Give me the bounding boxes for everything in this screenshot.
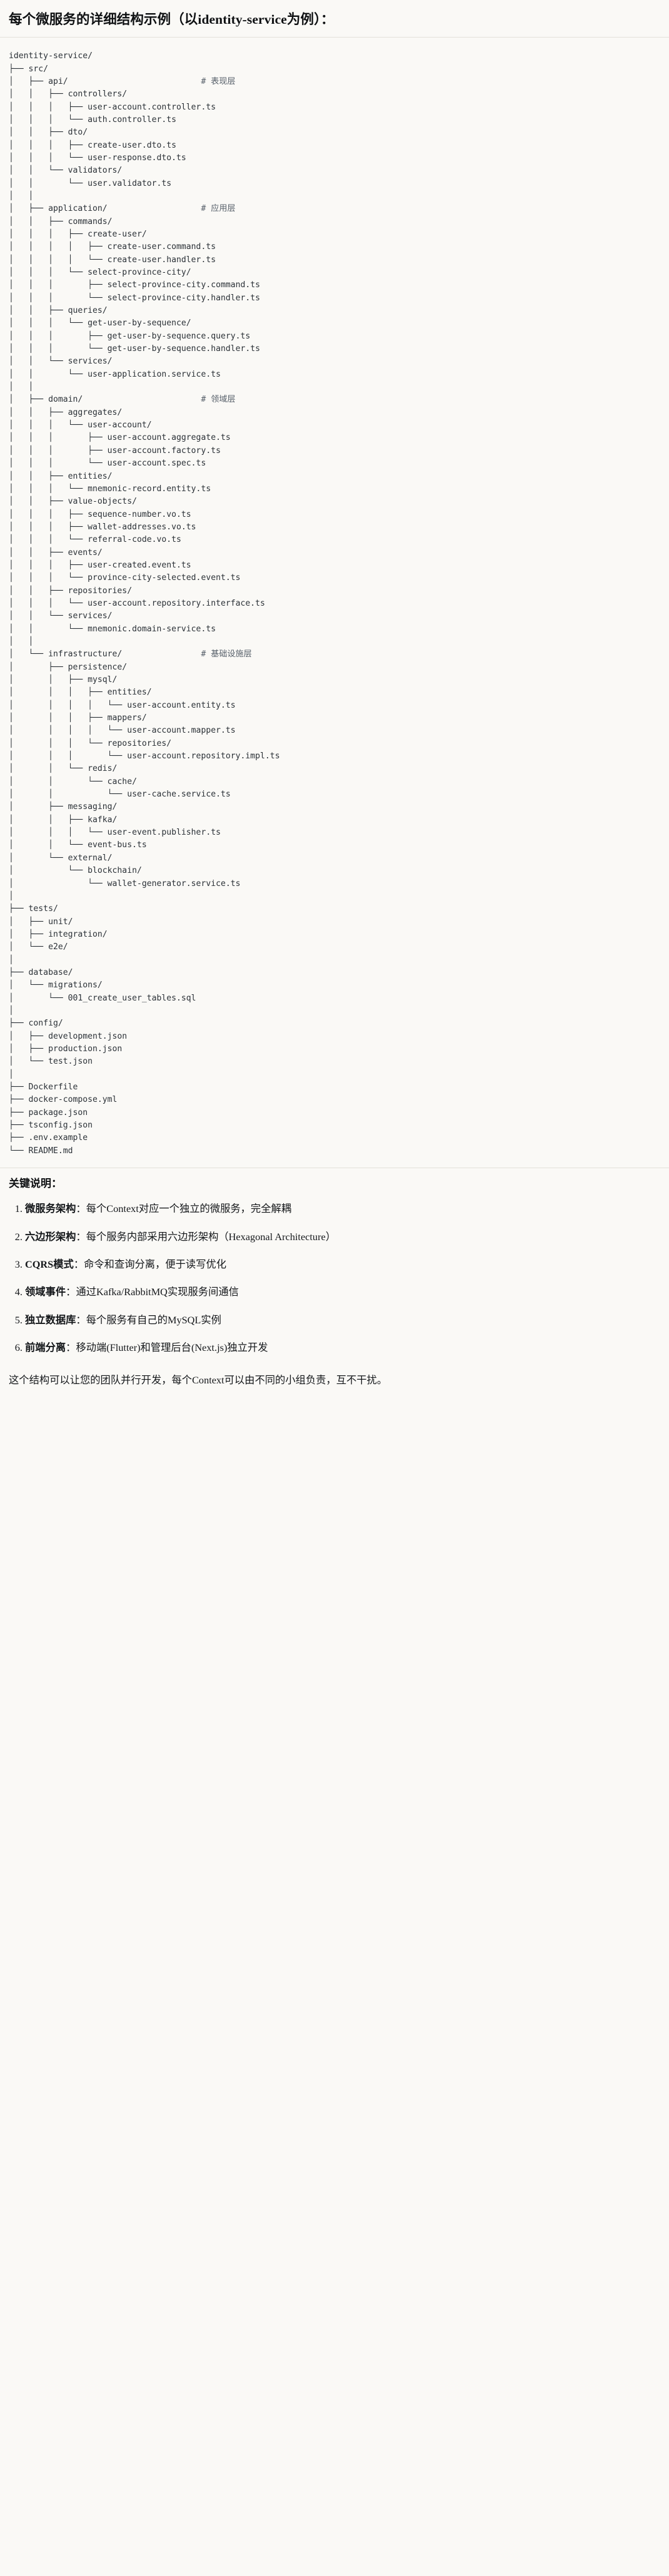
key-point-term: CQRS模式 <box>25 1258 74 1270</box>
key-point-separator: ： <box>66 1286 76 1298</box>
key-point-description: 每个服务内部采用六边形架构（Hexagonal Architecture） <box>86 1230 336 1243</box>
key-point-item: 六边形架构：每个服务内部采用六边形架构（Hexagonal Architectu… <box>25 1229 660 1245</box>
key-point-term: 独立数据库 <box>25 1313 76 1326</box>
key-point-item: 领域事件：通过Kafka/RabbitMQ实现服务间通信 <box>25 1285 660 1300</box>
key-point-separator: ： <box>76 1313 86 1326</box>
key-point-separator: ： <box>73 1258 84 1270</box>
directory-tree: identity-service/ ├── src/ │ ├── api/ # … <box>9 50 660 1158</box>
key-points-title: 关键说明： <box>9 1178 62 1190</box>
key-point-description: 移动端(Flutter)和管理后台(Next.js)独立开发 <box>76 1341 268 1354</box>
directory-tree-section: identity-service/ ├── src/ │ ├── api/ # … <box>0 38 669 1168</box>
key-point-item: CQRS模式：命令和查询分离，便于读写优化 <box>25 1257 660 1272</box>
key-point-term: 微服务架构 <box>25 1203 76 1215</box>
key-point-term: 六边形架构 <box>25 1230 76 1243</box>
key-point-term: 前端分离 <box>25 1341 66 1354</box>
page-title: 每个微服务的详细结构示例（以identity-service为例）： <box>9 12 334 27</box>
key-point-separator: ： <box>76 1203 86 1215</box>
tree-comment: # 基础设施层 <box>201 649 252 659</box>
key-point-item: 微服务架构：每个Context对应一个独立的微服务，完全解耦 <box>25 1201 660 1216</box>
title-divider <box>0 37 669 38</box>
key-points-section: 关键说明： 微服务架构：每个Context对应一个独立的微服务，完全解耦六边形架… <box>0 1168 669 1402</box>
tree-comment: # 表现层 <box>201 76 236 86</box>
closing-paragraph: 这个结构可以让您的团队并行开发，每个Context可以由不同的小组负责，互不干扰… <box>9 1373 388 1386</box>
key-point-item: 前端分离：移动端(Flutter)和管理后台(Next.js)独立开发 <box>25 1340 660 1355</box>
page-root: 每个微服务的详细结构示例（以identity-service为例）： ident… <box>0 0 669 1402</box>
tree-comment: # 应用层 <box>201 204 236 214</box>
key-point-description: 每个服务有自己的MySQL实例 <box>86 1313 221 1326</box>
heading-section: 每个微服务的详细结构示例（以identity-service为例）： <box>0 0 669 37</box>
tree-comment: # 领域层 <box>201 395 236 405</box>
key-point-description: 通过Kafka/RabbitMQ实现服务间通信 <box>76 1286 239 1298</box>
key-point-item: 独立数据库：每个服务有自己的MySQL实例 <box>25 1313 660 1328</box>
directory-tree-text: identity-service/ ├── src/ │ ├── api/ # … <box>9 51 280 1156</box>
key-point-separator: ： <box>66 1341 76 1354</box>
key-point-description: 命令和查询分离，便于读写优化 <box>84 1258 227 1270</box>
key-points-list: 微服务架构：每个Context对应一个独立的微服务，完全解耦六边形架构：每个服务… <box>9 1201 660 1356</box>
key-point-term: 领域事件 <box>25 1286 66 1298</box>
key-point-separator: ： <box>76 1230 86 1243</box>
key-point-description: 每个Context对应一个独立的微服务，完全解耦 <box>86 1203 292 1215</box>
